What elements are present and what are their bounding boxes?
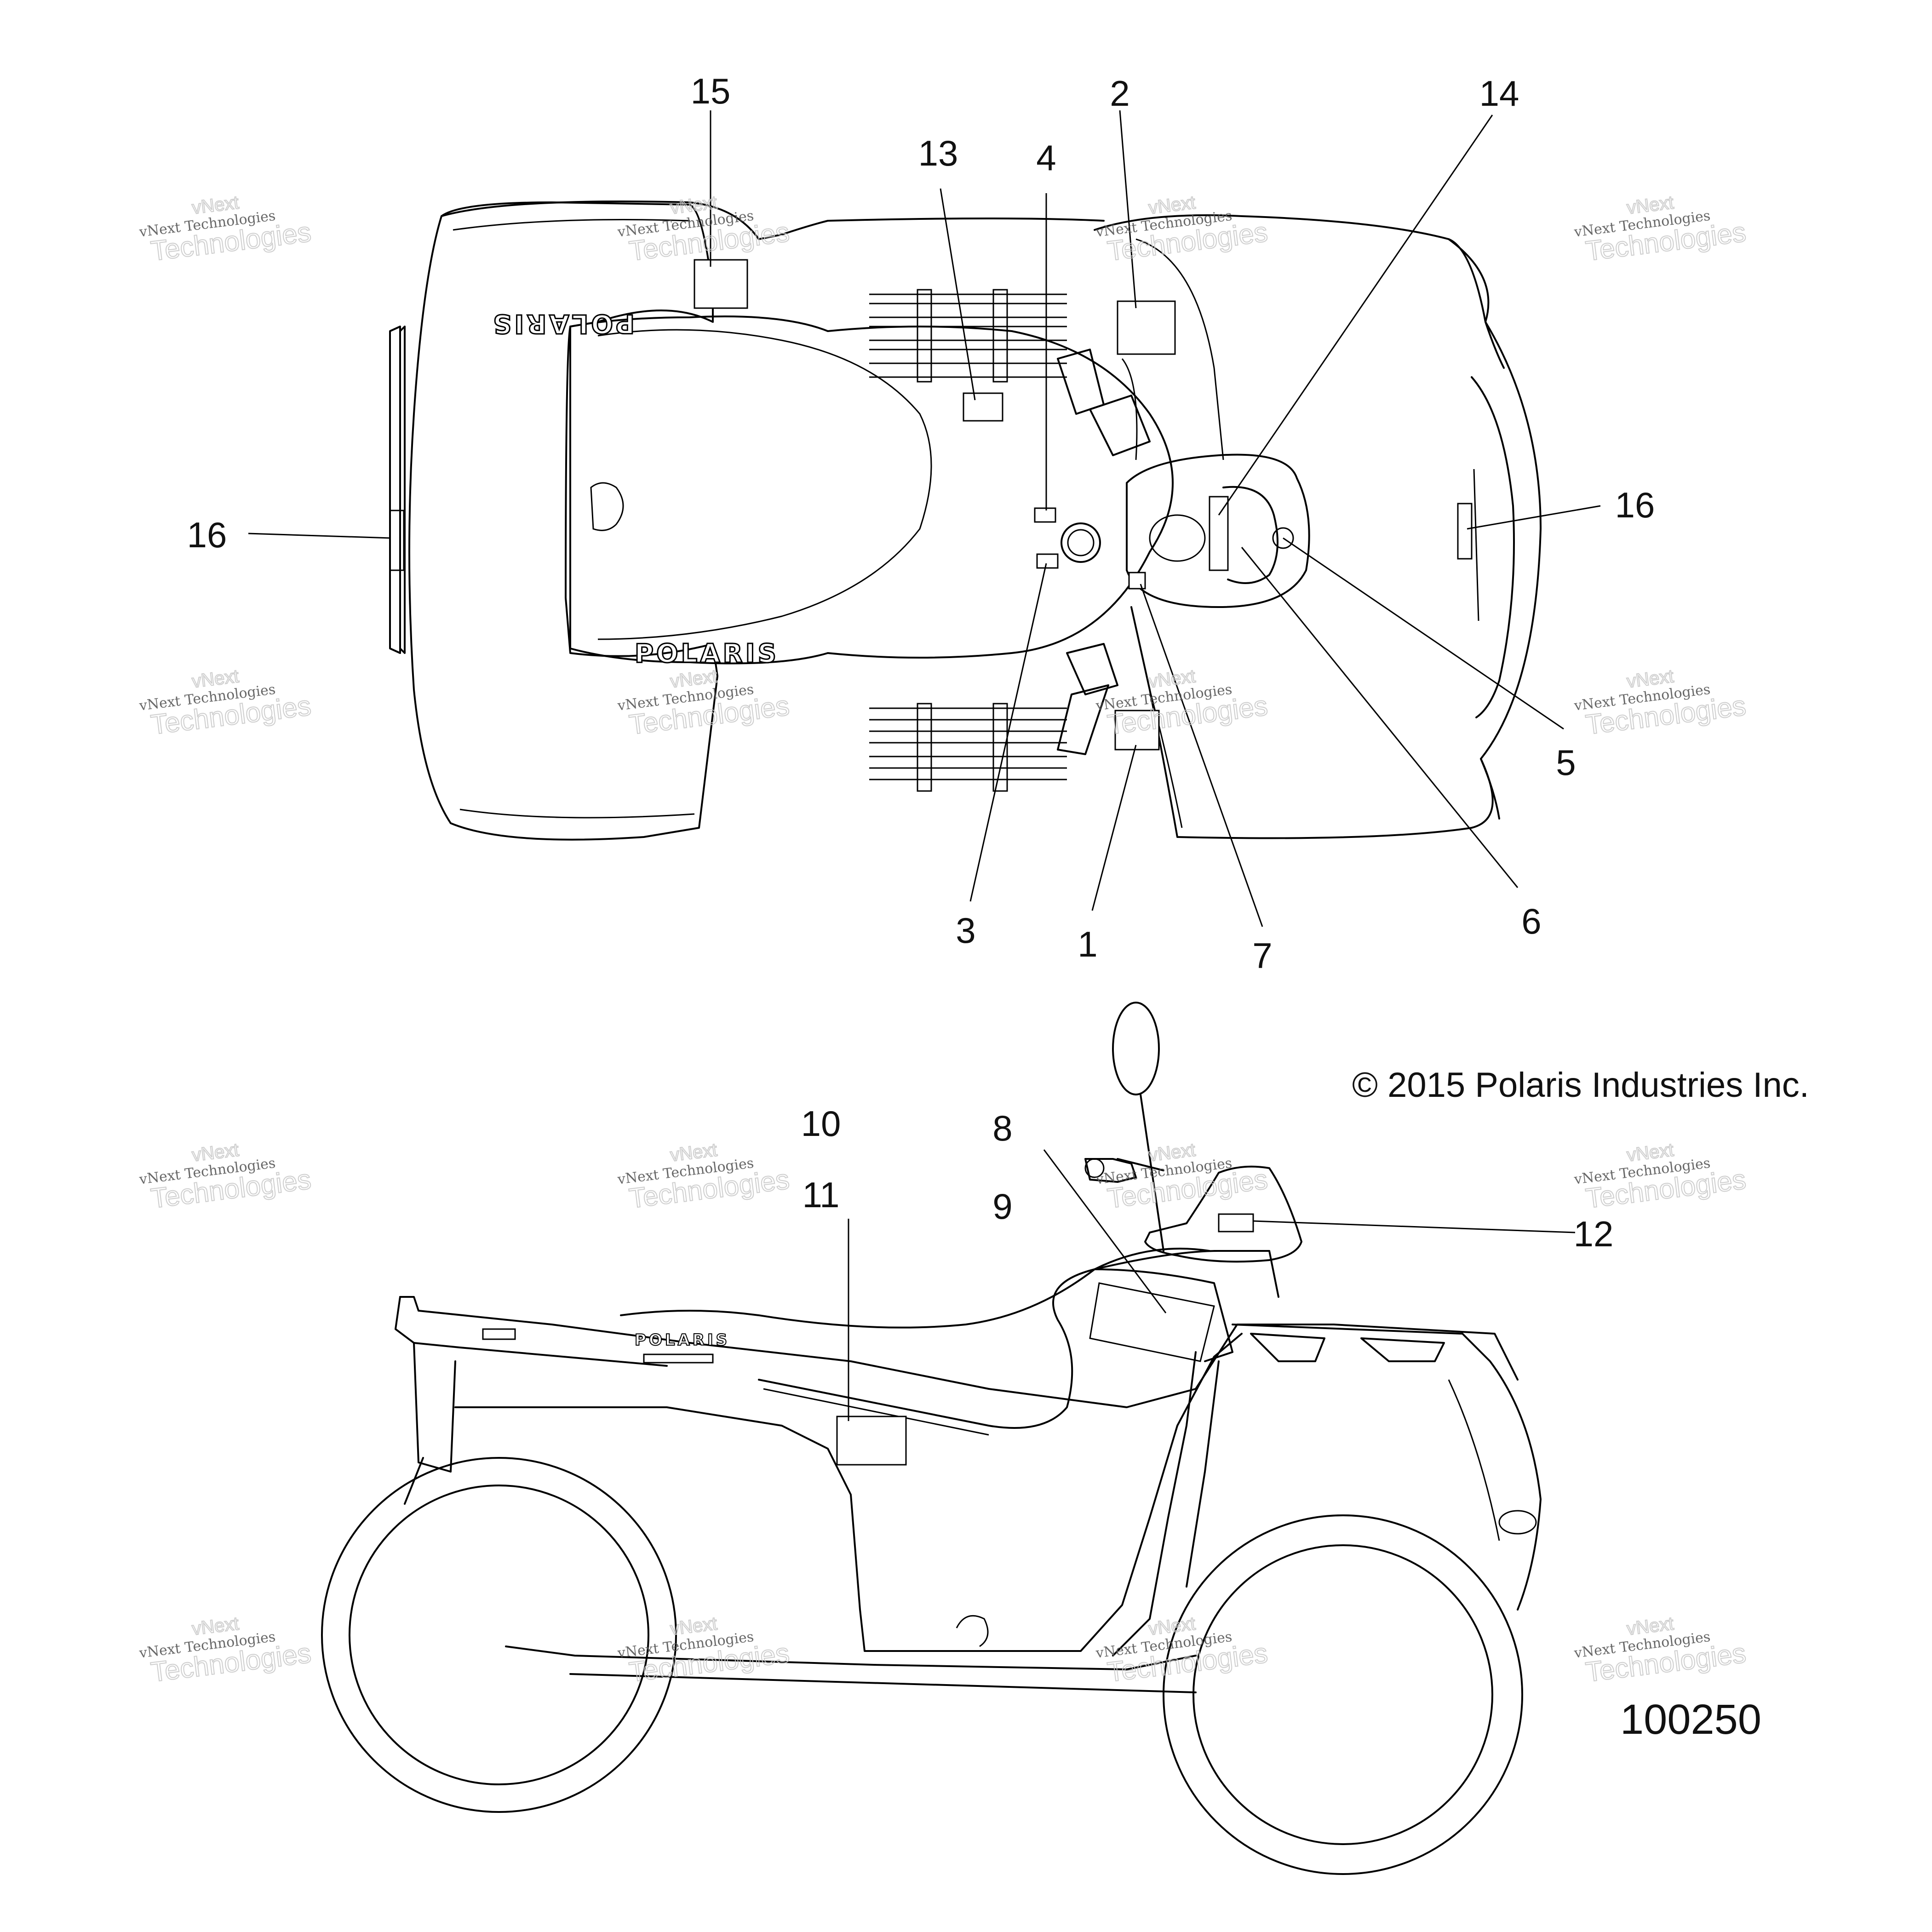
polaris-logo-lower: POLARIS <box>635 639 779 669</box>
watermark: vNext vNext Technologies Technologies <box>616 665 791 741</box>
callout-10: 10 <box>801 1103 841 1144</box>
callout-6: 6 <box>1521 901 1541 941</box>
callout-16-left: 16 <box>187 515 227 555</box>
watermark: vNext vNext Technologies Technologies <box>1095 665 1270 741</box>
watermark: vNext vNext Technologies Technologies <box>138 1613 313 1688</box>
front-wheel <box>1163 1514 1523 1875</box>
callout-1: 1 <box>1078 924 1097 964</box>
decal-7 <box>1128 572 1146 590</box>
callout-12: 12 <box>1574 1214 1614 1254</box>
watermark: vNext vNext Technologies Technologies <box>1573 1613 1748 1688</box>
decal-16-rear <box>389 510 405 571</box>
callout-8: 8 <box>992 1108 1012 1148</box>
footrest-upper <box>869 289 1067 383</box>
decal-11 <box>836 1416 907 1466</box>
polaris-logo-side: POLARIS <box>635 1331 730 1349</box>
figure-number: 100250 <box>1620 1696 1761 1743</box>
callout-3: 3 <box>956 910 975 951</box>
watermark: vNext vNext Technologies Technologies <box>138 1139 313 1215</box>
watermark: vNext vNext Technologies Technologies <box>1573 665 1748 741</box>
callout-2: 2 <box>1110 73 1129 114</box>
callout-4: 4 <box>1036 138 1056 178</box>
mirror <box>1112 1002 1160 1095</box>
decal-2 <box>1117 300 1176 355</box>
callout-9: 9 <box>992 1186 1012 1227</box>
atv-side-view: POLARIS <box>321 1002 1542 1875</box>
watermark: vNext vNext Technologies Technologies <box>1573 192 1748 267</box>
callout-5: 5 <box>1556 742 1576 783</box>
decal-16-front <box>1457 503 1473 560</box>
watermark: vNext vNext Technologies Technologies <box>138 665 313 741</box>
leader-lines-top <box>248 110 1601 927</box>
rear-wheel <box>321 1457 677 1813</box>
callout-16-right: 16 <box>1615 485 1655 525</box>
callout-11: 11 <box>803 1175 840 1215</box>
atv-top-view: POLARIS POLARIS <box>389 201 1542 841</box>
callout-7: 7 <box>1252 935 1272 976</box>
decal-4 <box>1034 507 1056 523</box>
decal-3 <box>1036 553 1059 569</box>
watermark: vNext vNext Technologies Technologies <box>616 1613 791 1688</box>
decal-14 <box>1209 496 1229 571</box>
leader-lines-side <box>848 1149 1576 1421</box>
watermark: vNext vNext Technologies Technologies <box>1095 1613 1270 1688</box>
callout-labels: 15 2 14 13 4 16 16 5 6 3 1 7 10 8 11 9 1… <box>187 71 1655 1254</box>
watermark: vNext vNext Technologies Technologies <box>138 192 313 267</box>
watermark: vNext vNext Technologies Technologies <box>616 192 791 267</box>
callout-14: 14 <box>1479 73 1519 114</box>
watermark: vNext vNext Technologies Technologies <box>1095 1139 1270 1215</box>
decal-1 <box>1114 710 1160 751</box>
watermark: vNext vNext Technologies Technologies <box>1095 192 1270 267</box>
watermark: vNext vNext Technologies Technologies <box>616 1139 791 1215</box>
decal-12 <box>1218 1213 1254 1233</box>
polaris-logo-upper: POLARIS <box>490 309 635 338</box>
footrest-lower <box>869 703 1067 792</box>
decal-15 <box>694 259 748 309</box>
decal-9 <box>1089 1282 1215 1362</box>
watermark: vNext vNext Technologies Technologies <box>1573 1139 1748 1215</box>
copyright-notice: © 2015 Polaris Industries Inc. <box>1352 1066 1809 1105</box>
callout-13: 13 <box>918 133 958 173</box>
decal-13 <box>963 392 1003 422</box>
watermarks: vNext vNext Technologies Technologies vN… <box>138 192 1748 1688</box>
callout-15: 15 <box>691 71 731 111</box>
